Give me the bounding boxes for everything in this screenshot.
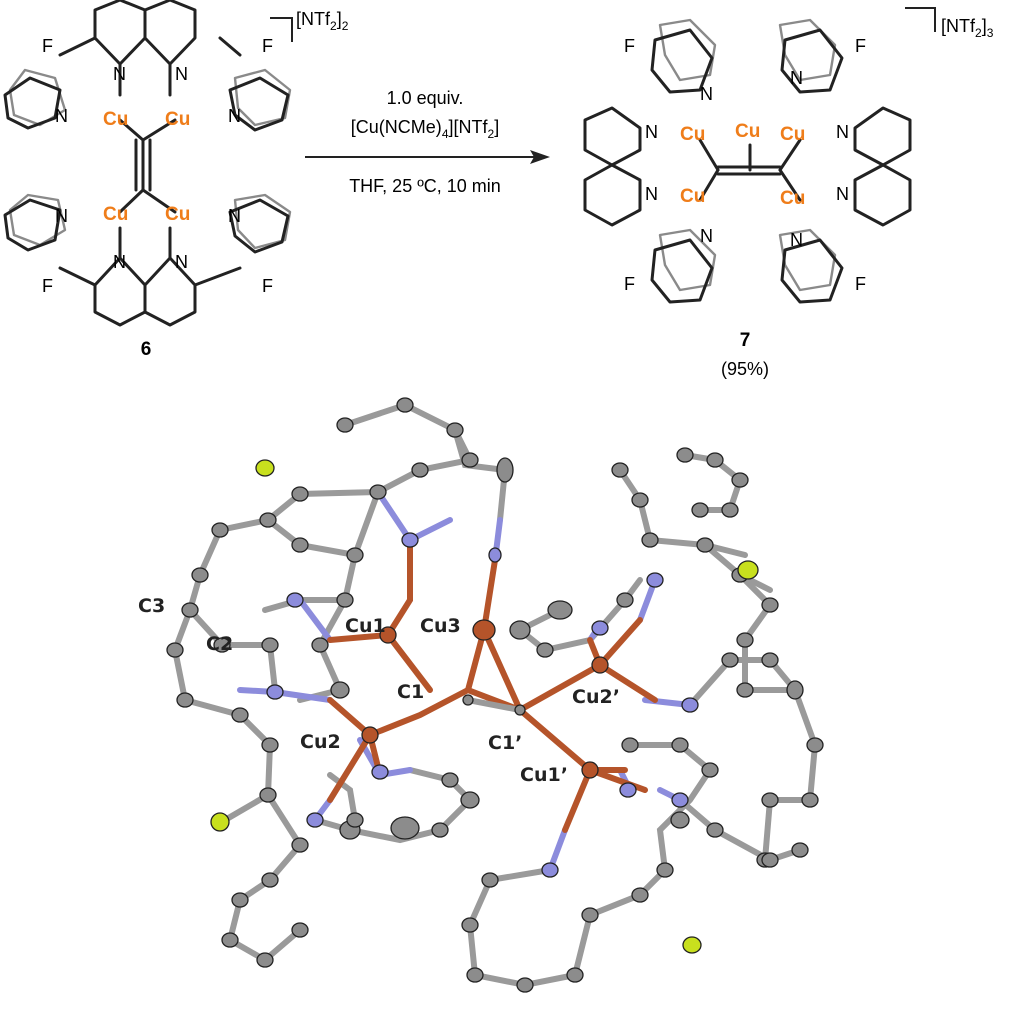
atom-label-cu2prime: Cu2’ [572,686,620,708]
copper-bonds [327,537,658,833]
n-label: N [175,252,188,272]
counterion-label: [NTf2]3 [941,16,994,40]
n-label: N [175,64,188,84]
arrowhead [530,150,550,164]
f-label: F [262,276,273,296]
compound-id: 6 [141,339,152,360]
n-label: N [700,84,713,104]
n-label: N [700,226,713,246]
yield-label: (95%) [721,359,769,379]
n-label: N [836,184,849,204]
f-label: F [42,36,53,56]
atom-label-cu1: Cu1 [345,615,386,637]
f-label: F [42,276,53,296]
n-label: N [55,106,68,126]
cu-label: Cu [780,188,805,209]
reaction-arrow: 1.0 equiv. [Cu(NCMe)4][NTf2] THF, 25 ºC,… [305,88,550,196]
cu-label: Cu [165,204,190,225]
naphthyridine-top [58,0,242,97]
copper-atoms [361,619,609,779]
c1-c1prime-bond [465,697,523,713]
naphthyridine-bottom [58,226,242,327]
cu2-atom [361,726,379,744]
charge-bracket [905,7,936,32]
compound-6-structure: F F F F N N N N N N N N Cu Cu Cu Cu [NTf… [3,0,349,360]
n-label: N [55,206,68,226]
naphthyridine-right [853,106,912,227]
reagent-equiv: 1.0 equiv. [387,88,464,108]
charge-bracket [270,17,293,42]
pyridyl-wings-7 [650,18,844,304]
cu2prime-atom [591,656,609,674]
cu-label: Cu [680,124,705,145]
n-label: N [645,184,658,204]
alkyne-core-7 [698,138,802,202]
n-label: N [113,252,126,272]
n-label: N [113,64,126,84]
n-label: N [228,106,241,126]
f-label: F [624,274,635,294]
cu1-atom [379,626,397,644]
cu1prime-atom [581,761,599,779]
reagent-formula: [Cu(NCMe)4][NTf2] [351,117,499,141]
cu-label: Cu [780,124,805,145]
naphthyridine-left [583,106,642,227]
f-label: F [855,36,866,56]
cu-label: Cu [103,204,128,225]
reaction-conditions: THF, 25 ºC, 10 min [349,176,501,196]
cu3-atom [472,619,496,641]
carbon-atoms [166,397,824,993]
f-label: F [855,274,866,294]
crystal-structure: C3 C2 Cu1 Cu3 C1 Cu2 C1’ Cu2’ Cu1’ [138,397,824,993]
f-label: F [262,36,273,56]
atom-label-cu3: Cu3 [420,615,461,637]
cu-label: Cu [735,121,760,142]
atom-label-c1prime: C1’ [488,732,522,754]
nitrogen-atoms [266,532,699,878]
cu-label: Cu [165,109,190,130]
compound-id: 7 [740,330,751,351]
alkyne-core-6 [118,118,177,214]
counterion-label: [NTf2]2 [296,9,349,33]
atom-label-cu2: Cu2 [300,731,341,753]
n-label: N [645,122,658,142]
n-label: N [836,122,849,142]
cu-label: Cu [103,109,128,130]
fluorine-atoms [210,459,759,954]
n-label: N [790,230,803,250]
atom-label-c3: C3 [138,595,165,617]
atom-label-c1: C1 [397,681,424,703]
pyridyl-wings-6 [3,68,292,254]
f-label: F [624,36,635,56]
n-label: N [790,68,803,88]
atom-label-c2: C2 [206,633,233,655]
cu-label: Cu [680,186,705,207]
n-label: N [228,206,241,226]
atom-label-cu1prime: Cu1’ [520,764,568,786]
compound-7-structure: F F F F N N N N N N N N Cu Cu Cu Cu Cu [… [583,7,994,379]
